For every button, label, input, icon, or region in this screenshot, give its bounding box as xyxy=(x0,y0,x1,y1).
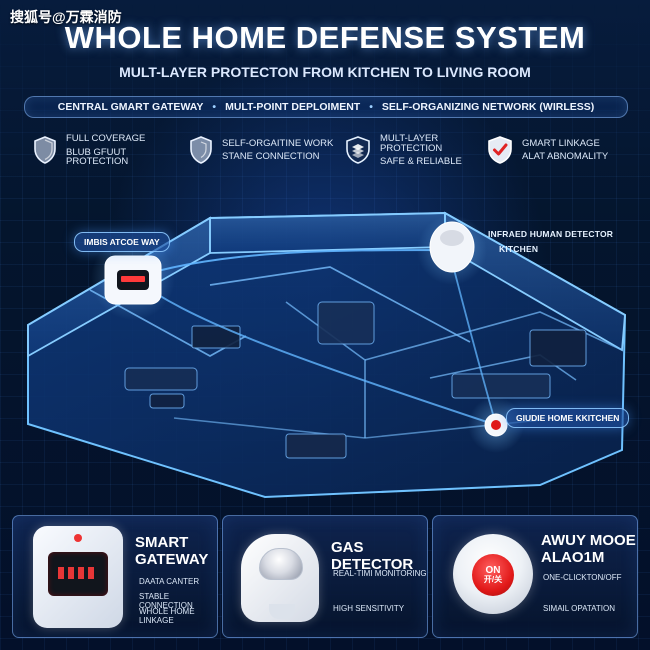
feature-smart-linkage: GMART LINKAGE ALAT ABNOMALITY xyxy=(486,134,636,167)
card-feature: SIMAIL OPATATION xyxy=(543,604,616,613)
feature-bar-separator: • xyxy=(369,101,373,113)
feature-bar-item: CENTRAL GMART GATEWAY xyxy=(57,101,204,113)
feature-bar-separator: • xyxy=(212,101,217,113)
detector-callout-room: KITCHEN xyxy=(499,244,539,254)
card-feature: WHOLE HOME LINKAGE xyxy=(139,607,195,625)
card-feature: STABLE CONNECTION xyxy=(139,592,193,610)
card-title-line: GATEWAY xyxy=(135,551,209,569)
gateway-device-image xyxy=(33,526,123,628)
card-feature: HIGH SENSITIVITY xyxy=(333,604,405,613)
brand-mark-icon xyxy=(74,534,82,542)
interior-wall xyxy=(364,311,623,361)
smart-gateway-card: SMART GATEWAY DAATA CANTER STABLE CONNEC… xyxy=(12,515,218,638)
kitchen-callout: GIUDIE HOME KKITCHEN xyxy=(506,408,630,428)
features-row: FULL COVERAGE BLUB GFUUT PROTECTION SELF… xyxy=(32,134,636,167)
interior-wall xyxy=(209,266,471,343)
house-scene xyxy=(0,180,650,500)
card-title-line: AWUY MOOE xyxy=(541,532,636,549)
check-shield-icon xyxy=(488,136,512,165)
house-wall-top xyxy=(209,212,446,254)
card-title: GAS DETECTOR xyxy=(331,539,414,574)
gas-detector-image xyxy=(241,534,319,622)
furniture-table xyxy=(149,393,185,409)
furniture-tv xyxy=(191,325,241,349)
feature-text: MULT-LAYER PROTECTION SAFE & RELIABLE xyxy=(380,134,486,167)
scene-detector-device xyxy=(429,221,475,273)
alarm-button-image: ON 开/关 xyxy=(453,534,533,614)
furniture-kitchen-counter xyxy=(451,373,551,399)
card-title-line: ALAO1M xyxy=(541,549,605,567)
sensor-base xyxy=(269,604,295,619)
product-cards: SMART GATEWAY DAATA CANTER STABLE CONNEC… xyxy=(12,515,638,638)
house-illustration xyxy=(27,211,627,499)
scene-detector-lens xyxy=(440,230,464,246)
feature-bar-item: MULT-POINT DEPLOIMENT xyxy=(225,101,361,113)
feature-line: GMART LINKAGE xyxy=(522,137,600,149)
gateway-callout-text: IMBIS ATCOE WAY xyxy=(84,237,160,247)
card-title-line: SMART xyxy=(135,534,189,551)
card-feature: ONE-CLICKTON/OFF xyxy=(543,573,622,582)
feature-multi-layer: MULT-LAYER PROTECTION SAFE & RELIABLE xyxy=(344,134,486,167)
sensor-lens xyxy=(259,548,303,580)
shield-icon xyxy=(34,136,56,165)
card-feature: DAATA CANTER xyxy=(139,577,200,586)
furniture-bed xyxy=(317,301,375,345)
card-title: AWUY MOOE ALAO1M xyxy=(541,532,636,567)
scene-alarm-core xyxy=(491,420,501,430)
button-on-text: ON xyxy=(485,565,501,577)
gas-detector-card: GAS DETECTOR REAL-TIMI MONITORING HIGH S… xyxy=(222,515,428,638)
page-title: WHOLE HOME DEFENSE SYSTEM xyxy=(64,20,586,55)
feature-bar-item: SELF-ORGANIZING NETWORK (WIRLESS) xyxy=(381,101,595,113)
watermark: 搜狐号@万霖消防 xyxy=(10,9,122,25)
card-title: SMART GATEWAY xyxy=(135,534,208,569)
feature-line: BLUB GFUUT PROTECTION xyxy=(66,146,129,167)
page-subtitle: MULT-LAYER PROTECTON FROM KITCHEN TO LIV… xyxy=(119,64,531,80)
gateway-callout: IMBIS ATCOE WAY xyxy=(74,232,170,252)
furniture-dining-table xyxy=(285,433,347,459)
alarm-button-face: ON 开/关 xyxy=(472,554,514,596)
scene-gateway-display xyxy=(121,276,145,282)
card-feature: REAL-TIMI MONITORING xyxy=(333,569,427,578)
furniture-cabinet xyxy=(529,329,587,367)
feature-text: GMART LINKAGE ALAT ABNOMALITY xyxy=(522,139,608,162)
feature-full-coverage: FULL COVERAGE BLUB GFUUT PROTECTION xyxy=(32,134,188,167)
feature-line: FULL COVERAGE xyxy=(66,133,146,144)
layers-shield-icon xyxy=(346,136,370,165)
away-mode-alarm-card: ON 开/关 AWUY MOOE ALAO1M ONE-CLICKTON/OFF… xyxy=(432,515,638,638)
feature-line: SELF-ORGAITINE WORK xyxy=(222,137,334,149)
shield-icon xyxy=(190,136,212,165)
feature-line: SAFE & RELIABLE xyxy=(380,156,462,167)
feature-line: STANE CONNECTION xyxy=(222,151,320,163)
feature-line: ALAT ABNOMALITY xyxy=(522,151,609,163)
feature-text: FULL COVERAGE BLUB GFUUT PROTECTION xyxy=(66,134,188,167)
button-cn-text: 开/关 xyxy=(483,575,503,585)
furniture-sofa xyxy=(124,367,198,391)
feature-line: MULT-LAYER PROTECTION xyxy=(380,133,443,154)
feature-bar: CENTRAL GMART GATEWAY • MULT-POINT DEPLO… xyxy=(24,96,628,118)
feature-text: SELF-ORGAITINE WORK STANE CONNECTION xyxy=(222,139,333,162)
kitchen-callout-text: GIUDIE HOME KKITCHEN xyxy=(516,413,620,423)
detector-callout-title: INFRAED HUMAN DETECTOR xyxy=(488,229,614,239)
gateway-display xyxy=(48,552,108,596)
feature-self-organizing: SELF-ORGAITINE WORK STANE CONNECTION xyxy=(188,134,344,167)
